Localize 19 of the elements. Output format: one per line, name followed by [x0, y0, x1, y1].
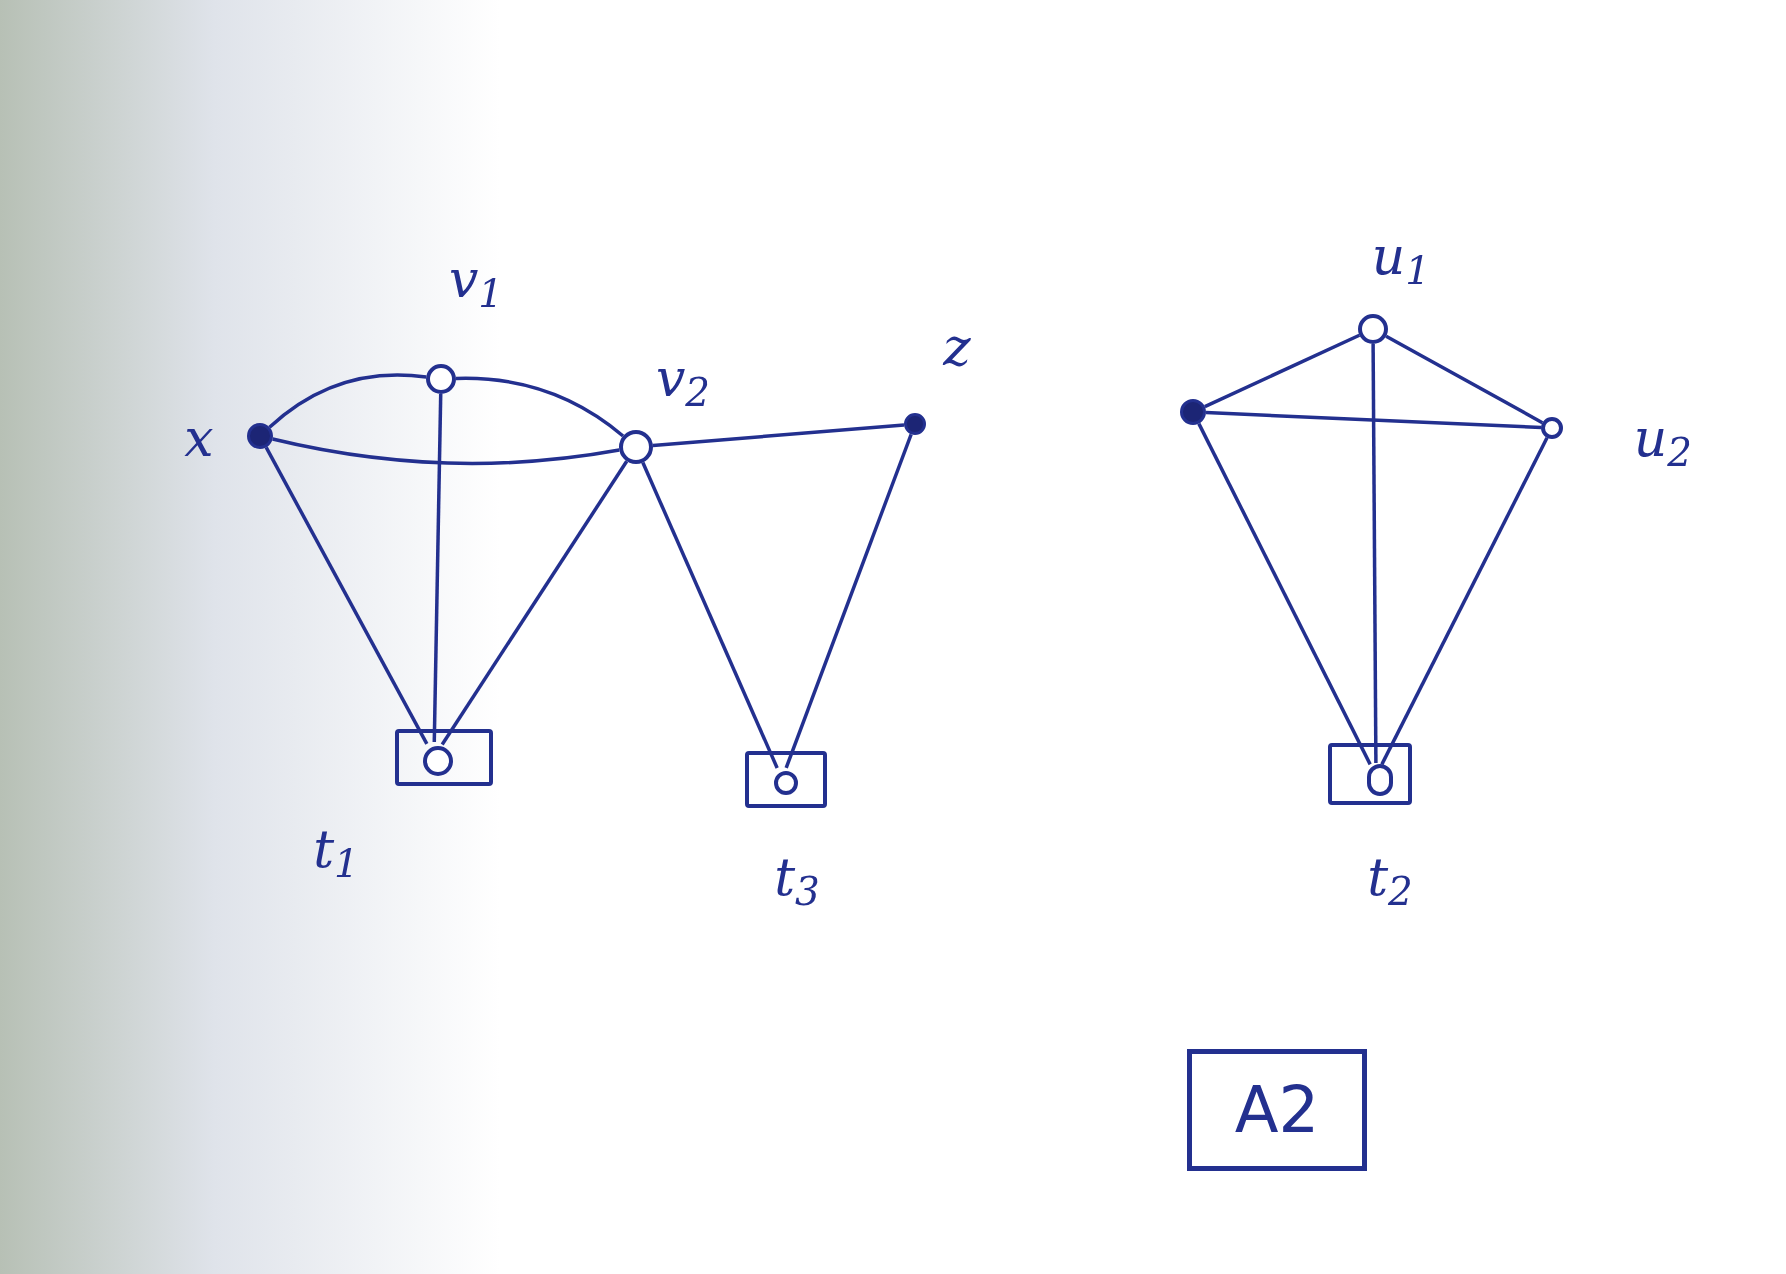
vertex-label: t$_{2}$: [1367, 851, 1413, 903]
vertex-label: u$_{1}$: [1371, 230, 1431, 282]
vertex-box: [395, 728, 493, 786]
graph-edge: [784, 433, 913, 769]
vertex-label: z: [943, 321, 971, 373]
vertex-label: u$_{2}$: [1633, 412, 1693, 464]
graph-edge: [652, 423, 905, 448]
vertex-label: v$_{1}$: [448, 253, 504, 305]
graph-edge: [1205, 410, 1542, 430]
graph-edge: [272, 437, 620, 466]
vertex-label: v$_{2}$: [655, 352, 711, 404]
vertex-box: [745, 750, 827, 808]
graph-edge: [432, 393, 443, 743]
vertex-label: t$_{1}$: [313, 823, 359, 875]
graph-edge: [1371, 344, 1378, 763]
graph-edge: [1380, 437, 1549, 766]
label-box: A2: [1187, 1049, 1367, 1171]
vertex-label: x: [184, 412, 214, 464]
vertex-box: [1328, 743, 1412, 805]
